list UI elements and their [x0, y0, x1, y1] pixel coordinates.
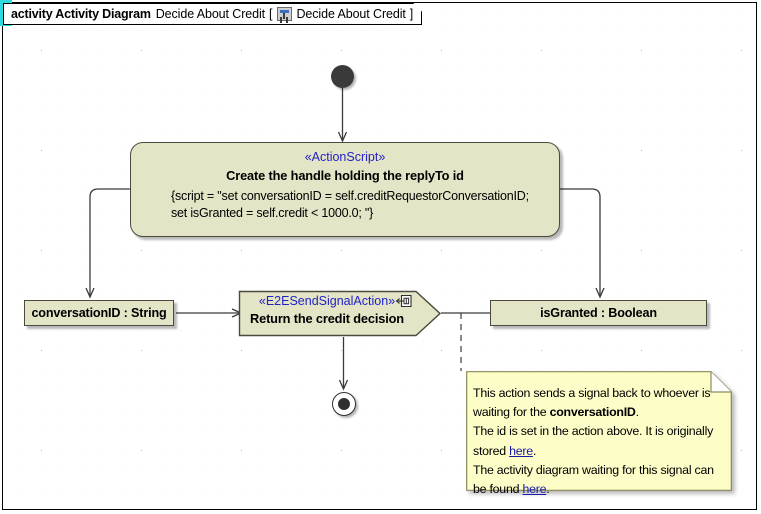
send-signal-shape: [238, 290, 442, 337]
diagram-title-tab[interactable]: activity Activity Diagram Decide About C…: [3, 3, 422, 25]
note-line-6-suffix: .: [546, 482, 550, 497]
diagram-note[interactable]: This action sends a signal back to whoev…: [466, 371, 732, 496]
note-link-here-2[interactable]: here: [522, 482, 547, 497]
object-node-isgranted[interactable]: isGranted : Boolean: [490, 300, 707, 326]
note-line-3: The id is set in the action above. It is…: [473, 424, 714, 439]
action-script-body: {script = "set conversationID = self.cre…: [171, 189, 529, 220]
note-line-4-suffix: .: [532, 443, 537, 458]
activity-diagram-icon: [277, 7, 292, 21]
diagram-reference-name: Decide About Credit: [296, 7, 406, 21]
action-script-node[interactable]: «ActionScript» Create the handle holding…: [130, 142, 560, 237]
action-script-title: Create the handle holding the replyTo id: [226, 168, 464, 183]
note-link-here-1[interactable]: here: [509, 443, 533, 458]
activity-final-node[interactable]: [332, 392, 356, 416]
action-script-stereotype: «ActionScript»: [304, 150, 386, 164]
object-node-isgranted-label: isGranted : Boolean: [540, 306, 657, 320]
note-line-2-prefix: waiting for the: [473, 405, 550, 420]
send-signal-text: «E2ESendSignalAction» Return the credit …: [238, 293, 416, 328]
note-line-5: The activity diagram waiting for this si…: [473, 462, 714, 477]
note-bold-conversationid: conversationID: [549, 405, 636, 420]
note-text: This action sends a signal back to whoev…: [473, 384, 725, 499]
note-line-2-suffix: .: [635, 405, 639, 420]
bracket-close: ]: [409, 7, 414, 21]
note-line-1: This action sends a signal back to whoev…: [473, 386, 711, 400]
bracket-open: [: [269, 7, 273, 21]
diagram-title: Decide About Credit: [155, 7, 266, 21]
note-line-6-prefix: be found: [473, 482, 523, 497]
send-signal-action-node[interactable]: «E2ESendSignalAction» Return the credit …: [238, 290, 442, 337]
diagram-keyword: activity Activity Diagram: [11, 7, 151, 21]
object-node-conversationid-label: conversationID : String: [31, 306, 167, 320]
note-shape: [466, 371, 732, 491]
object-node-conversationid[interactable]: conversationID : String: [24, 300, 174, 326]
note-line-4-prefix: stored: [473, 443, 510, 458]
send-signal-stereotype: «E2ESendSignalAction»: [258, 294, 396, 308]
send-signal-icon: [395, 294, 412, 308]
send-signal-title: Return the credit decision: [250, 311, 404, 326]
final-node-inner-dot: [338, 398, 350, 410]
initial-node[interactable]: [331, 65, 354, 88]
